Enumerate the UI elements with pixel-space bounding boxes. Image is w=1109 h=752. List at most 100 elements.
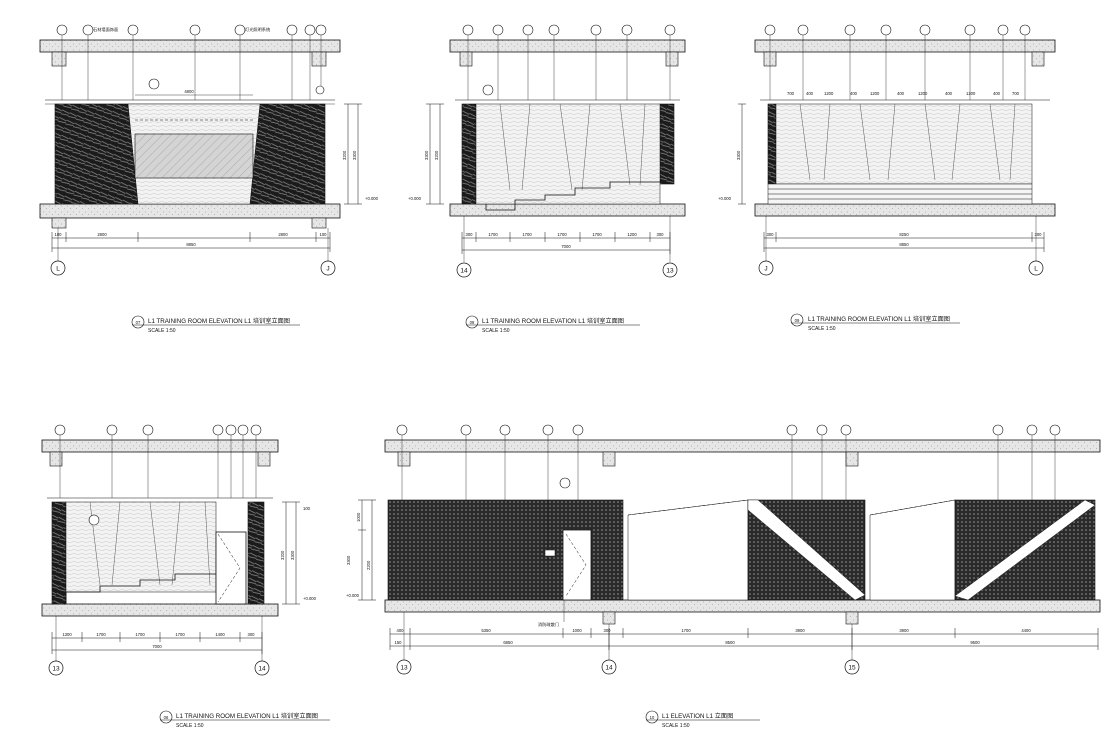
dimension-left [426, 103, 444, 205]
stone-panel-left [461, 103, 477, 205]
floor-slab [384, 599, 1101, 613]
grid-bubble [662, 262, 678, 278]
caption-title: L1 TRAINING ROOM ELEVATION L1 培训室立面图 [148, 317, 290, 325]
caption-scale: SCALE 1:50 [482, 328, 510, 334]
dimension-right [344, 103, 362, 205]
grid-bubble [320, 260, 336, 276]
floor-slab [449, 203, 686, 217]
dim-value: 1000 [356, 512, 361, 522]
dim-value: 100 [320, 232, 328, 237]
dim-total: 8850 [186, 242, 196, 247]
light-fixture-icon [88, 514, 100, 526]
footing [845, 611, 859, 625]
ceiling-slab [39, 39, 341, 53]
dimension-bottom [51, 632, 263, 654]
footing [311, 217, 327, 229]
dim-value: 300 [248, 632, 256, 637]
stone-panel-left [51, 501, 67, 605]
diagonal-strip [747, 499, 866, 601]
grid-bubble [254, 660, 270, 676]
dimension-left [358, 499, 376, 601]
grid-bubble [396, 659, 412, 675]
beam [602, 451, 616, 467]
dim-value: 1200 [627, 232, 637, 237]
dim-top: 4800 [184, 89, 194, 94]
elevation-06: 3200 3300 +0.000 100 1300 1700 1700 1700… [41, 424, 330, 729]
feature-wall [775, 103, 1033, 185]
dim-value: 1200 [918, 91, 928, 96]
stone-panel-right [249, 103, 326, 205]
caption-number: 06 [164, 715, 169, 720]
dim-value: 1700 [135, 632, 145, 637]
dim-value: 8250 [899, 232, 909, 237]
dim-value: 1700 [522, 232, 532, 237]
risers [767, 183, 1033, 205]
elevation-07: 4800 石材墙面饰面 灯光照明系统 3200 3300 +0.000 [39, 24, 379, 334]
drawing-caption: 10 L1 ELEVATION L1 立面图 SCALE 1:50 [645, 710, 760, 729]
drawing-caption: 08 L1 TRAINING ROOM ELEVATION L1 培训室立面图 … [465, 315, 640, 334]
stone-panel-left [54, 103, 139, 205]
grid-bubble [758, 260, 774, 276]
dim-total: 8500 [725, 640, 735, 645]
stone-panel-left [767, 103, 777, 185]
floor-slab [754, 203, 1056, 217]
grid-label: 13 [666, 268, 674, 275]
dim-value: 400 [993, 91, 1001, 96]
dim-total: 7000 [152, 644, 162, 649]
drawing-caption: 06 L1 TRAINING ROOM ELEVATION L1 培训室立面图 … [159, 710, 330, 729]
dim-value: 3200 [280, 550, 285, 560]
dim-value: 3900 [795, 628, 805, 633]
dim-value: 3300 [352, 150, 357, 160]
caption-scale: SCALE 1:50 [176, 723, 204, 729]
caption-number: 08 [470, 320, 475, 325]
beam [49, 451, 63, 467]
grid-bubble [50, 260, 66, 276]
dim-value: 3300 [424, 150, 429, 160]
dimension-right [282, 501, 300, 605]
beam [459, 51, 473, 67]
beam [51, 51, 67, 67]
caption-title: L1 TRAINING ROOM ELEVATION L1 培训室立面图 [176, 712, 318, 720]
ceiling-slab [41, 439, 279, 453]
dim-value: 1200 [870, 91, 880, 96]
grid-bubble [456, 262, 472, 278]
dim-value: 400 [806, 91, 814, 96]
grid-bubble [601, 659, 617, 675]
grid-label: J [764, 266, 767, 273]
dim-total: 8850 [899, 242, 909, 247]
dim-value: 1700 [592, 232, 602, 237]
glazing [869, 499, 956, 601]
dimension-bottom [763, 232, 1045, 252]
caption-scale: SCALE 1:50 [808, 326, 836, 332]
dim-value: 1200 [966, 91, 976, 96]
beam [665, 51, 679, 67]
caption-scale: SCALE 1:50 [662, 723, 690, 729]
caption-title: L1 TRAINING ROOM ELEVATION L1 培训室立面图 [808, 315, 950, 323]
light-fixture-icon [148, 78, 160, 90]
dim-value: 5350 [481, 628, 491, 633]
grid-label: L [1034, 266, 1038, 273]
grid-label: 15 [848, 665, 856, 672]
dim-value: 3200 [342, 150, 347, 160]
dim-value: 300 [657, 232, 665, 237]
grid-label: 13 [400, 665, 408, 672]
ceiling-slab [384, 439, 1101, 453]
dim-value: 1400 [215, 632, 225, 637]
caption-number: 09 [795, 318, 800, 323]
beam [845, 451, 859, 467]
dim-value: 1700 [557, 232, 567, 237]
light-fixture-icon [482, 84, 494, 96]
beam [257, 451, 271, 467]
stone-panel-right [659, 103, 675, 185]
beam [311, 51, 327, 67]
dim-value: 1000 [572, 628, 582, 633]
floor-slab [41, 603, 279, 617]
dim-value: 3300 [290, 550, 295, 560]
dimension-bottom [389, 628, 1099, 650]
drawing-caption: 09 L1 TRAINING ROOM ELEVATION L1 培训室立面图 … [790, 313, 960, 332]
footing [51, 217, 67, 229]
dim-value: 700 [787, 91, 795, 96]
material-tags [764, 24, 1031, 36]
dimension-left [738, 103, 746, 205]
